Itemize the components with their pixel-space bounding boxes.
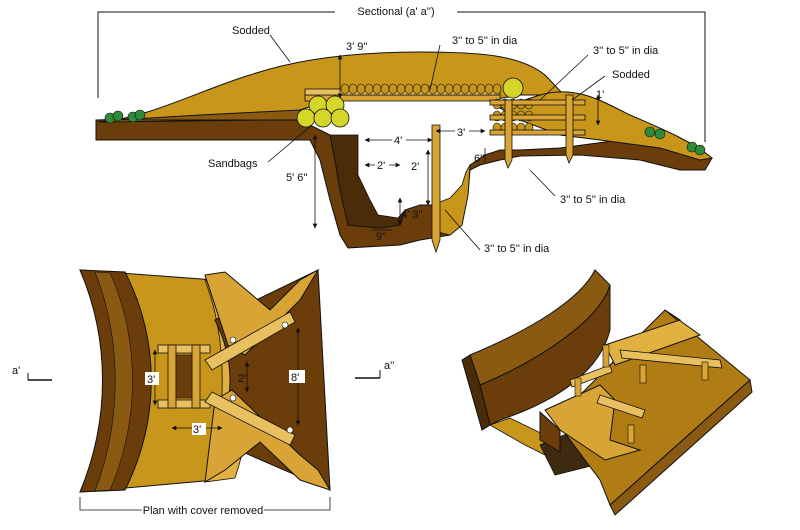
trench-wall [329, 134, 406, 229]
roof-log [388, 83, 398, 95]
posts-right-label: 3'' to 5'' in dia [560, 194, 626, 206]
right-crossbar-3 [489, 129, 586, 136]
earth-cover [97, 51, 567, 123]
dim-cover-height: 3' 9'' [346, 41, 368, 53]
right-post-1 [504, 99, 513, 169]
logs-top-label: 3'' to 5'' in dia [452, 35, 518, 47]
center-stake [431, 124, 441, 254]
persp-post [639, 364, 647, 384]
roof-log [372, 83, 382, 95]
roof-log [460, 83, 470, 95]
plan-timbers [157, 311, 296, 446]
roof-log [420, 83, 430, 95]
logs-right-top-label: 3'' to 5'' in dia [593, 45, 659, 57]
perspective-view [461, 269, 753, 516]
plan-marker-left: a' [12, 365, 20, 377]
dim-depth: 5' 6'' [286, 172, 308, 184]
dim-step-width: 3' [457, 127, 465, 139]
sodded-left-label: Sodded [232, 25, 270, 37]
persp-timber-3 [596, 394, 646, 419]
dim-step-height: 2' [411, 161, 419, 173]
plan-marker-right: a'' [384, 360, 394, 372]
post-center-label: 3'' to 5'' in dia [484, 243, 550, 255]
right-crossbar-1 [489, 99, 586, 106]
sandbag [313, 108, 333, 128]
roof-log [404, 83, 414, 95]
dim-floor-inset: 9'' [376, 231, 386, 243]
sandbag [502, 77, 524, 99]
roof-log [348, 83, 358, 95]
roof-log [356, 83, 366, 95]
roof-log [476, 83, 486, 95]
right-crossbar-2 [489, 114, 586, 121]
sandbag [330, 108, 350, 128]
sandbag [296, 108, 316, 128]
persp-timber-1 [619, 349, 723, 369]
roof-log [492, 83, 502, 95]
plan-dim-width-horizontal: 3' [193, 424, 201, 436]
grass-tufts [104, 109, 706, 156]
sandbags-label: Sandbags [208, 158, 258, 170]
section-title: Sectional (a' a'') [357, 6, 434, 18]
plan-title: Plan with cover removed [143, 505, 263, 517]
roof-log [364, 83, 374, 95]
roof-log [412, 83, 422, 95]
dim-right-rise: 1' [596, 89, 604, 101]
plan-dim-width-vertical: 3' [147, 374, 155, 386]
persp-wedge-block [539, 410, 561, 453]
right-post-2 [565, 94, 574, 164]
roof-log [340, 83, 350, 95]
persp-post [574, 377, 582, 397]
roof-log [452, 83, 462, 95]
dim-floor-width-top: 4' [394, 135, 402, 147]
persp-post [701, 361, 709, 381]
plan-dark-band-inner [94, 271, 133, 492]
roof-log [484, 83, 494, 95]
roof-log [468, 83, 478, 95]
plan-dim-opening: 2' [238, 373, 246, 385]
persp-post [602, 344, 610, 368]
persp-back-wall-face [479, 284, 611, 426]
persp-back-wall-rim [461, 354, 491, 431]
persp-post [627, 424, 635, 444]
roof-log [444, 83, 454, 95]
earth-cover-right [498, 91, 714, 161]
section-view: Sectional (a' a'') [95, 4, 714, 255]
sandbags [296, 77, 524, 128]
dim-shelf-width: 2' [377, 160, 385, 172]
dim-sump: 4' 3'' [401, 209, 423, 221]
persp-wedge-left [544, 384, 642, 461]
dim-step-drop: 6'' [474, 153, 484, 165]
roof-log [380, 83, 390, 95]
plan-view: 3' 3' 2' 8' a' a'' Plan with cover remov… [12, 268, 394, 517]
roof-log [396, 83, 406, 95]
sodded-right-label: Sodded [612, 69, 650, 81]
plan-dim-height: 8' [291, 372, 299, 384]
roof-log [436, 83, 446, 95]
roof-logs [340, 83, 502, 95]
persp-bay-edge [609, 379, 753, 516]
